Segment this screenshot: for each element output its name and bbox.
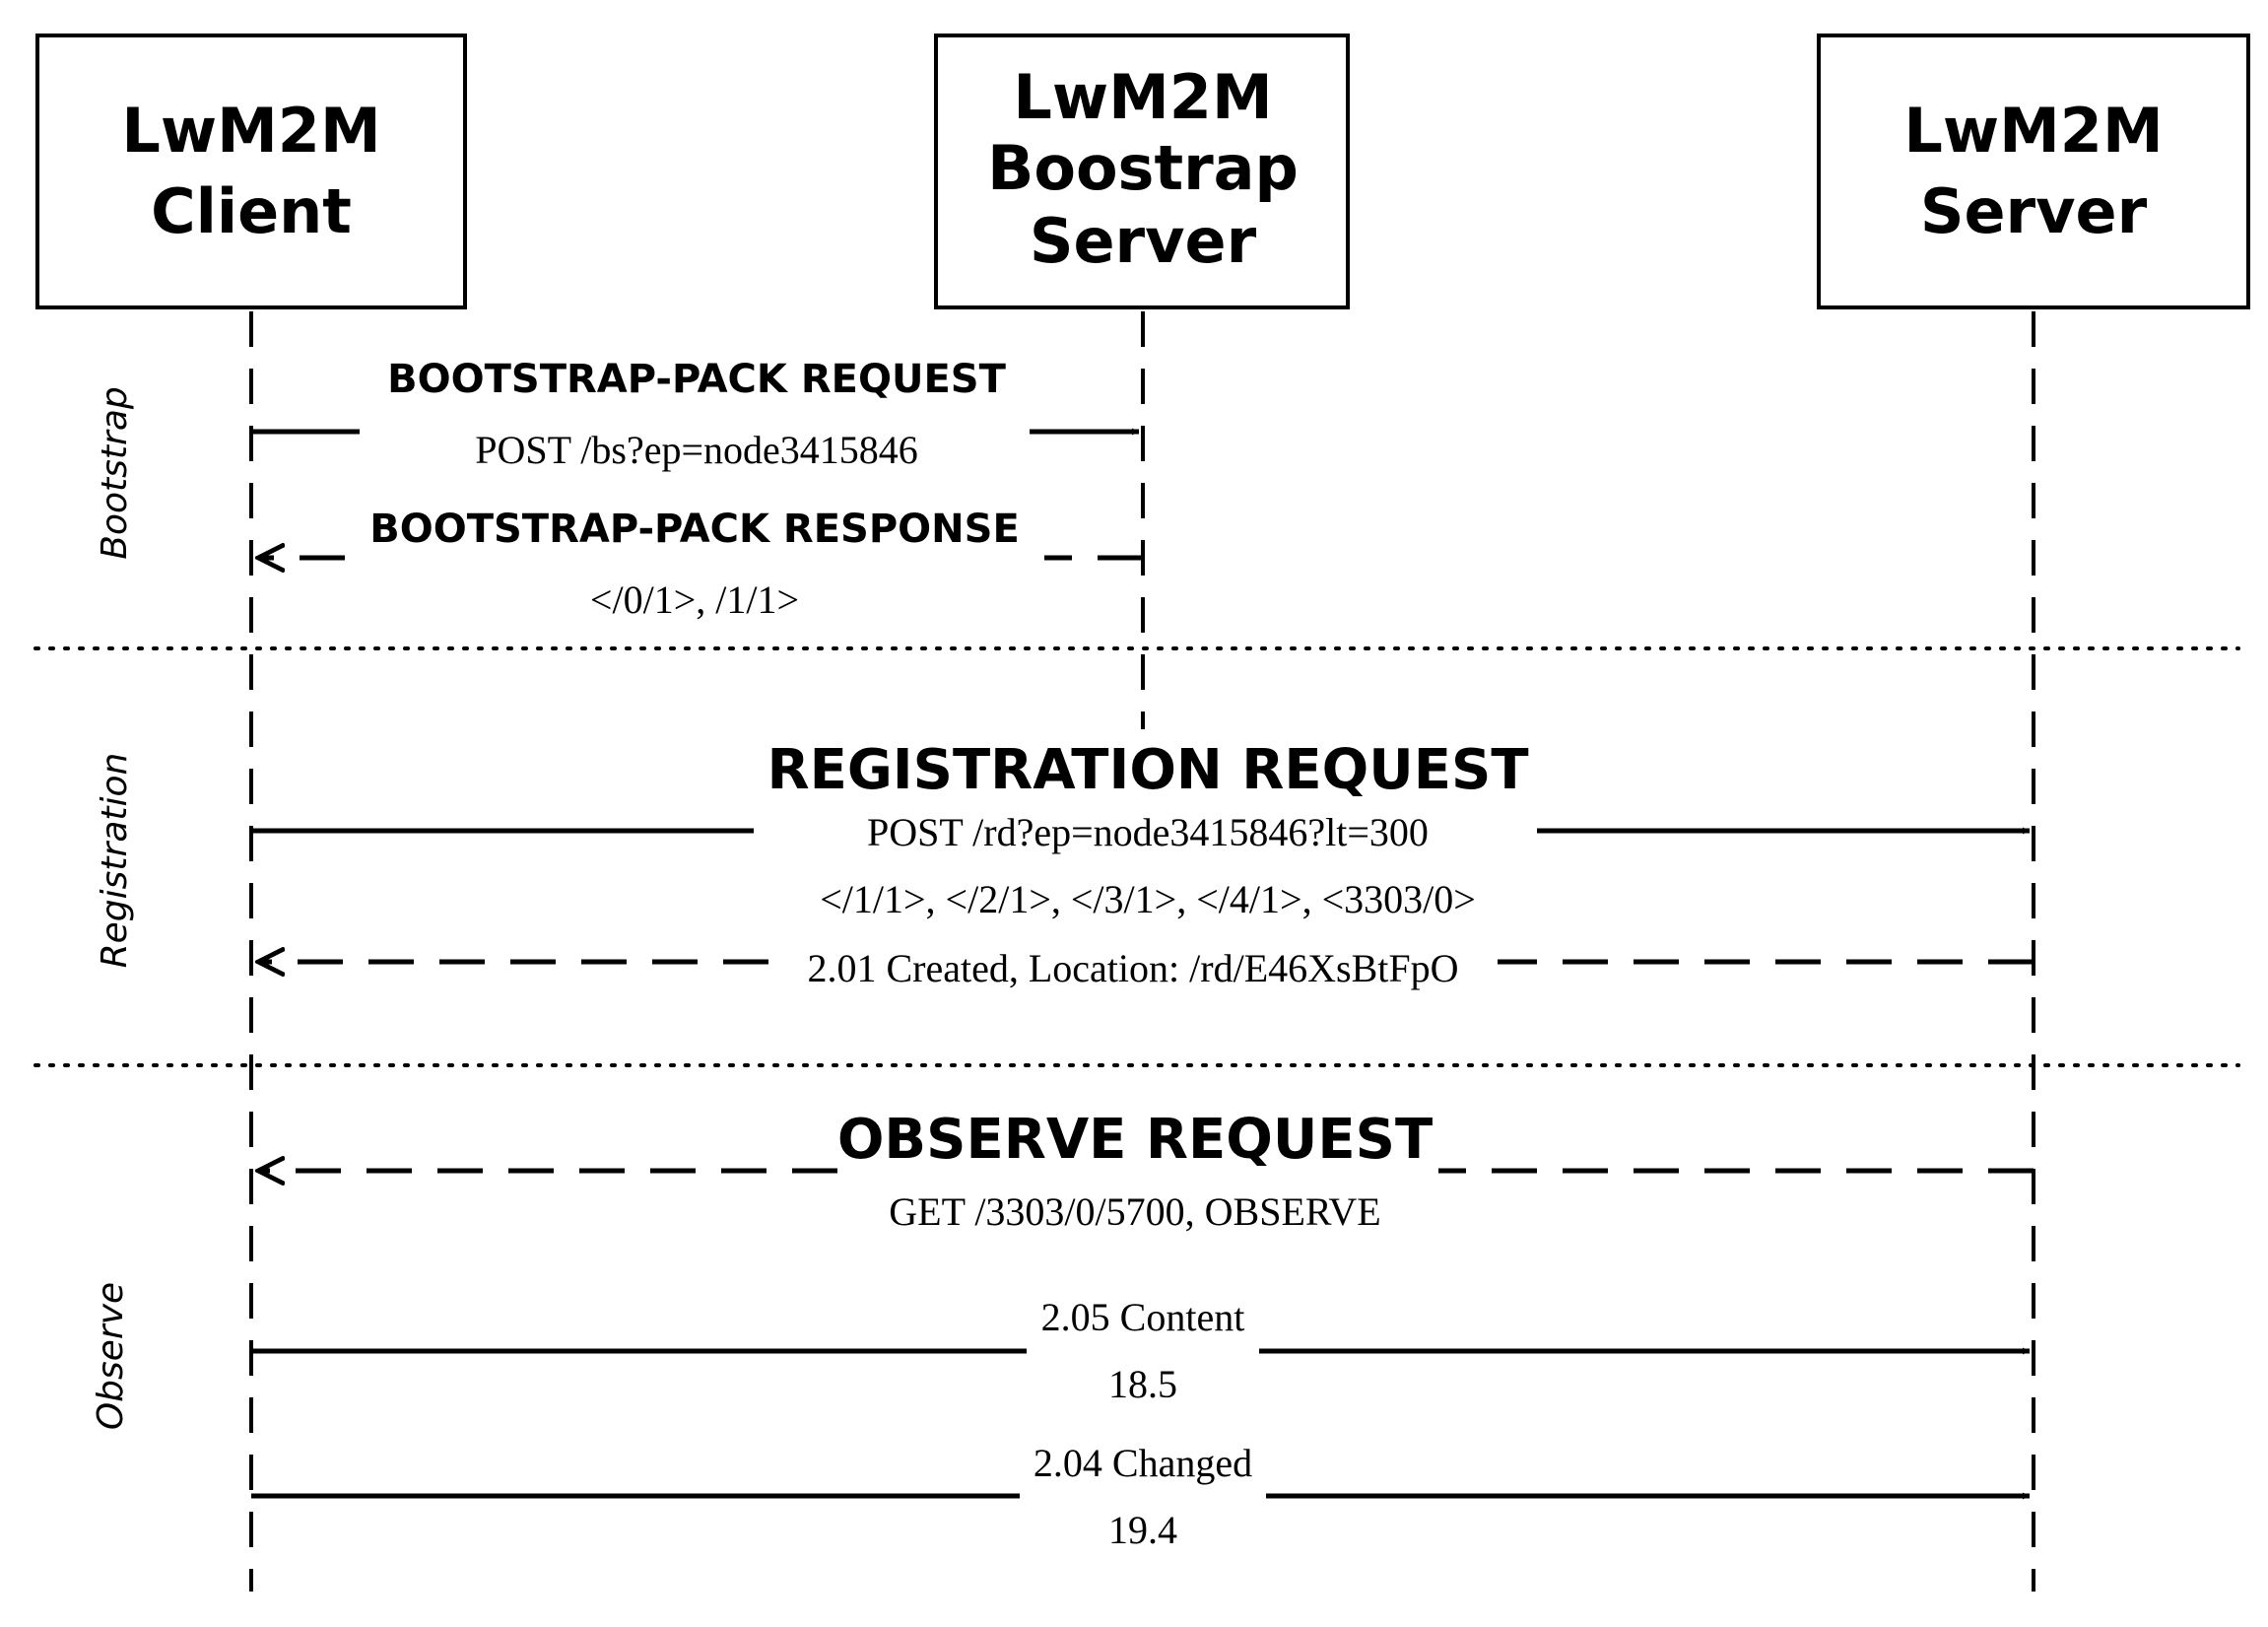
phase-label-bootstrap: Bootstrap: [95, 386, 135, 559]
registration-request-objects: </1/1>, </2/1>, </3/1>, </4/1>, <3303/0>: [820, 877, 1476, 921]
actor-client-line2: Client: [151, 175, 352, 247]
actor-bootstrap-line1: LwM2M: [1013, 61, 1272, 133]
message-bootstrap-request: BOOTSTRAP-PACK REQUEST POST /bs?ep=node3…: [251, 357, 1139, 472]
actor-server-line2: Server: [1920, 175, 2148, 247]
phase-label-observe: Observe: [91, 1282, 131, 1430]
observe-request-title: OBSERVE REQUEST: [837, 1108, 1433, 1172]
registration-request-title: REGISTRATION REQUEST: [767, 738, 1528, 802]
notify-changed-code: 2.04 Changed: [1034, 1441, 1252, 1485]
phase-label-registration: Registration: [95, 753, 135, 969]
actor-bootstrap-line3: Server: [1030, 205, 1257, 277]
actor-client-line1: LwM2M: [121, 95, 380, 167]
bootstrap-response-detail: </0/1>, /1/1>: [590, 577, 799, 622]
message-registration-response: 2.01 Created, Location: /rd/E46XsBtFpO: [258, 946, 2034, 990]
message-notify-content: 2.05 Content 18.5: [251, 1295, 2030, 1406]
actor-bootstrap-server: LwM2M Boostrap Server: [934, 34, 1350, 309]
notify-content-code: 2.05 Content: [1041, 1295, 1245, 1339]
message-bootstrap-response: BOOTSTRAP-PACK RESPONSE </0/1>, /1/1>: [258, 507, 1143, 622]
actor-bootstrap-line2: Boostrap: [987, 132, 1299, 204]
observe-request-detail: GET /3303/0/5700, OBSERVE: [889, 1189, 1380, 1234]
notify-changed-value: 19.4: [1108, 1508, 1177, 1552]
message-observe-request: OBSERVE REQUEST GET /3303/0/5700, OBSERV…: [258, 1108, 2034, 1234]
actor-client: LwM2M Client: [35, 34, 467, 309]
message-registration-request: REGISTRATION REQUEST POST /rd?ep=node341…: [251, 738, 2030, 921]
registration-request-detail: POST /rd?ep=node3415846?lt=300: [867, 810, 1429, 854]
actor-server-line1: LwM2M: [1903, 95, 2163, 167]
actor-server: LwM2M Server: [1817, 34, 2250, 309]
bootstrap-request-title: BOOTSTRAP-PACK REQUEST: [387, 357, 1006, 402]
message-notify-changed: 2.04 Changed 19.4: [251, 1441, 2030, 1552]
bootstrap-request-detail: POST /bs?ep=node3415846: [475, 428, 918, 472]
registration-response-detail: 2.01 Created, Location: /rd/E46XsBtFpO: [807, 946, 1458, 990]
bootstrap-response-title: BOOTSTRAP-PACK RESPONSE: [369, 507, 1020, 552]
notify-content-value: 18.5: [1108, 1362, 1177, 1406]
